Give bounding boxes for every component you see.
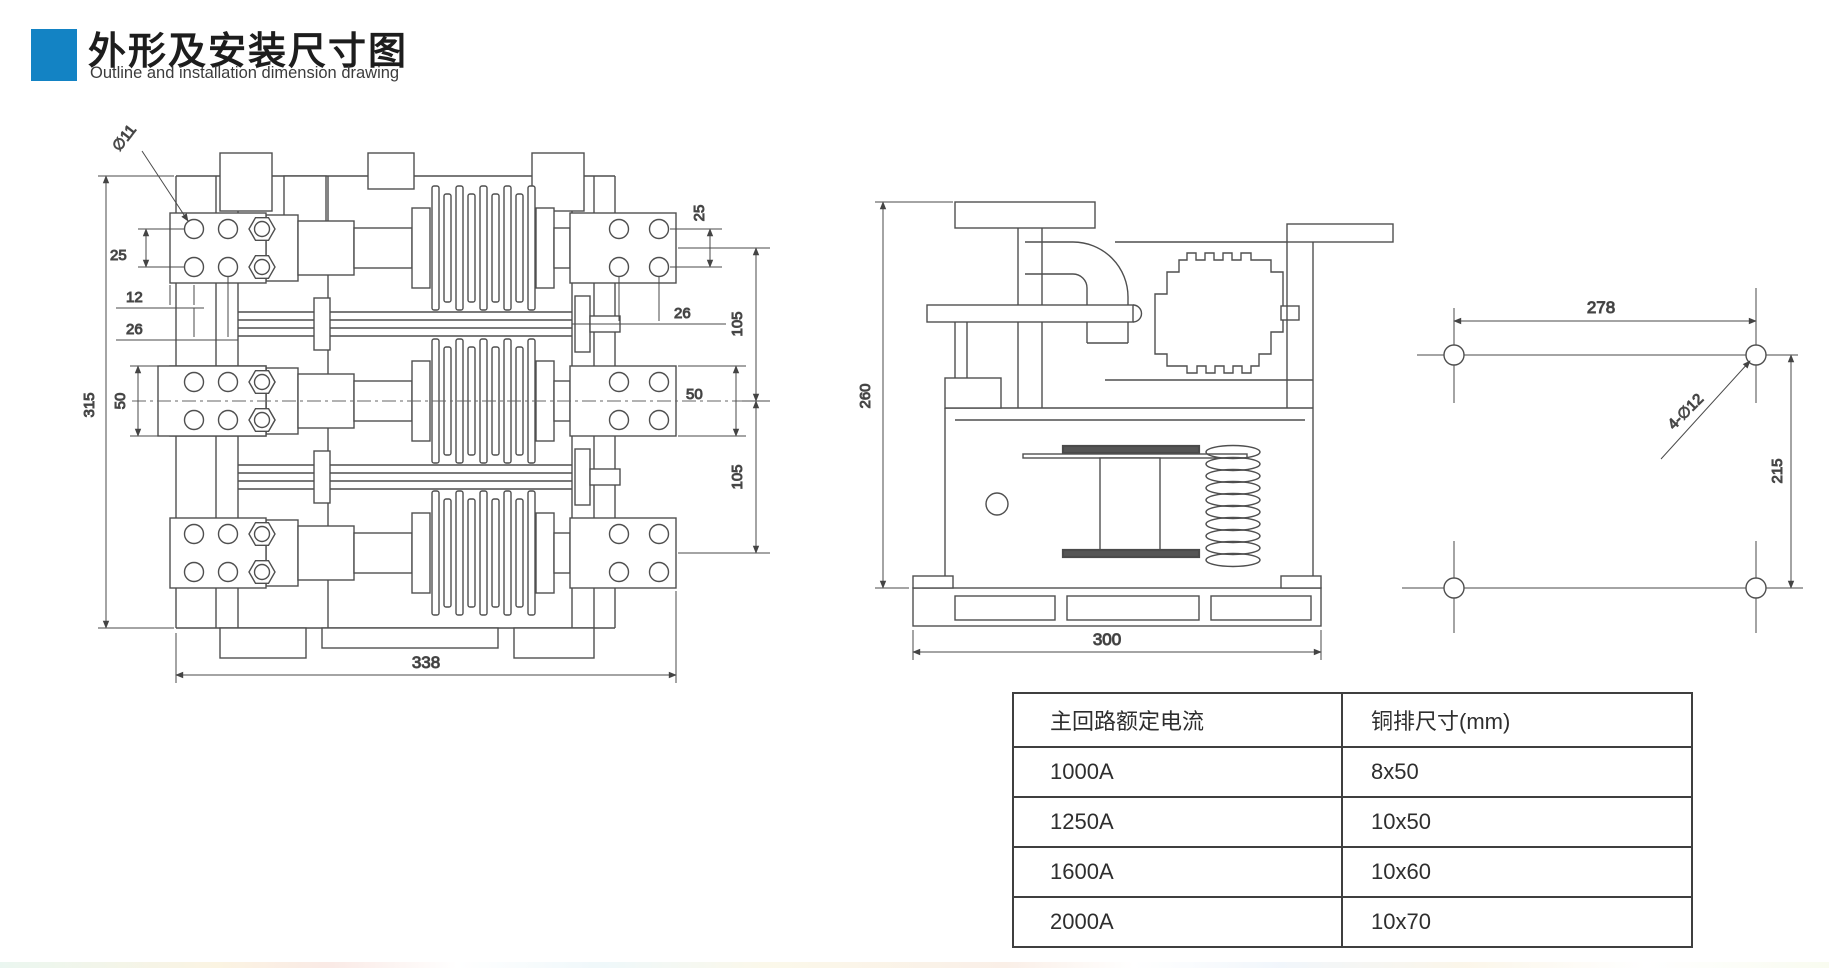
side-base <box>912 575 1322 627</box>
page-title: 外形及安装尺寸图 <box>88 31 409 73</box>
busbar-size-table: 主回路额定电流 铜排尺寸(mm) 1000A 8x50 1250A 10x50 … <box>1012 692 1693 948</box>
side-upper-structure <box>926 201 1394 586</box>
dim-26-left: 26 <box>126 321 143 338</box>
front-view-drawing: 315 ∅11 25 12 26 50 25 26 <box>81 121 770 683</box>
dim-105-bottom: 105 <box>729 464 746 489</box>
dim-300: 300 <box>1093 630 1121 649</box>
dim-25-right: 25 <box>691 205 708 222</box>
dim-25-left: 25 <box>110 247 127 264</box>
mounting-holes <box>1443 344 1767 599</box>
table-row: 1250A 10x50 <box>1012 796 1693 848</box>
dim-105-top: 105 <box>729 311 746 336</box>
cell-busbar: 10x70 <box>1341 896 1693 948</box>
cell-current: 1600A <box>1012 846 1343 898</box>
cell-busbar: 10x50 <box>1341 796 1693 848</box>
dim-hole-dia: ∅11 <box>109 122 140 155</box>
dim-215: 215 <box>1769 458 1786 483</box>
return-spring <box>1205 444 1261 568</box>
dim-315: 315 <box>81 392 98 417</box>
side-view-drawing: 260 300 <box>857 201 1394 660</box>
vacuum-pole-bottom <box>169 490 677 616</box>
cell-current: 1250A <box>1012 796 1343 848</box>
mounting-view-drawing: 278 215 4-∅12 <box>1402 288 1803 633</box>
cell-current: 2000A <box>1012 896 1343 948</box>
cell-busbar: 10x60 <box>1341 846 1693 898</box>
dim-26-right: 26 <box>674 305 691 322</box>
col-header-rated-current: 主回路额定电流 <box>1012 692 1343 748</box>
side-mechanism-box <box>944 377 1313 586</box>
accent-square-icon <box>31 29 77 81</box>
dim-50-right: 50 <box>686 386 703 403</box>
dim-4-phi12: 4-∅12 <box>1665 391 1707 433</box>
cell-current: 1000A <box>1012 746 1343 798</box>
page-subtitle: Outline and installation dimension drawi… <box>90 64 400 82</box>
table-row: 1000A 8x50 <box>1012 746 1693 798</box>
cutoff-content-strip <box>0 962 1829 968</box>
dim-12: 12 <box>126 289 143 306</box>
table-row: 2000A 10x70 <box>1012 896 1693 948</box>
dim-338: 338 <box>412 653 440 672</box>
dim-260: 260 <box>857 383 874 408</box>
table-header-row: 主回路额定电流 铜排尺寸(mm) <box>1012 692 1693 748</box>
side-view-dimensions: 260 300 <box>857 201 1322 660</box>
dim-50-left: 50 <box>112 393 129 410</box>
section-header: 外形及安装尺寸图 Outline and installation dimens… <box>0 0 900 95</box>
dim-278: 278 <box>1587 298 1615 317</box>
table-row: 1600A 10x60 <box>1012 846 1693 898</box>
cell-busbar: 8x50 <box>1341 746 1693 798</box>
col-header-busbar-size: 铜排尺寸(mm) <box>1341 692 1693 748</box>
mounting-dimensions: 278 215 4-∅12 <box>1453 298 1795 589</box>
